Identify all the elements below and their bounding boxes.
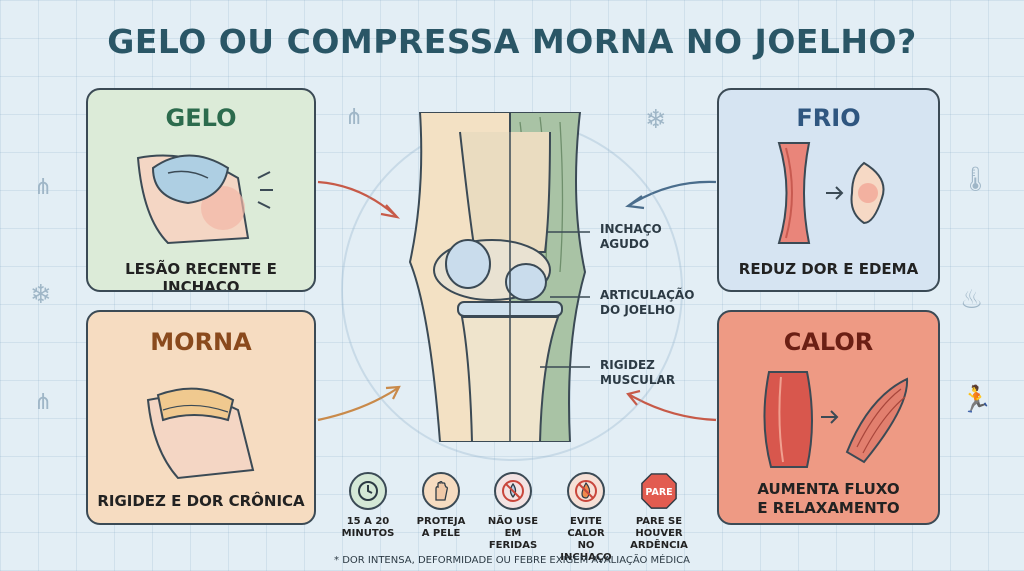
tip-duration: 15 A 20 MINUTOS	[337, 472, 399, 540]
card-morna: MORNA RIGIDEZ E DOR CRÔNICA	[86, 310, 316, 525]
tip-avoid-heat: EVITE CALOR NO INCHAÇO	[555, 472, 617, 564]
arrow-gelo-to-knee	[317, 180, 396, 216]
tip-stop-burning: PARE PARE SE HOUVER ARDÊNCIA	[628, 472, 690, 552]
snowflake-icon: ❄	[645, 105, 667, 135]
page-title: GELO OU COMPRESSA MORNA NO JOELHO?	[107, 22, 917, 61]
knee-outline-icon: ⋔	[34, 175, 53, 200]
tip-protect-skin: PROTEJA A PELE	[410, 472, 472, 540]
knee-outline-icon: ⋔	[34, 390, 53, 415]
tip-text: 15 A 20 MINUTOS	[341, 516, 395, 539]
no-wound-icon	[494, 472, 532, 510]
card-frio: FRIO REDUZ DOR E EDEMA	[717, 88, 940, 292]
card-heading: MORNA	[150, 328, 252, 356]
tip-text: EVITE CALOR NO INCHAÇO	[560, 516, 612, 563]
runner-icon: 🏃	[960, 385, 993, 415]
card-heading: GELO	[165, 104, 237, 132]
card-caption: REDUZ DOR E EDEMA	[738, 260, 919, 278]
warm-compress-illustration	[146, 387, 255, 480]
hand-icon	[422, 472, 460, 510]
no-fire-icon	[567, 472, 605, 510]
arrow-morna-to-knee	[317, 387, 399, 422]
tip-text: PARE SE HOUVER ARDÊNCIA	[630, 516, 688, 551]
knee-outline-icon: ⋔	[345, 105, 364, 130]
card-gelo: GELO LESÃO RECENTE E INCHAÇO	[86, 88, 316, 292]
thermometer-icon: 🌡	[960, 165, 991, 193]
label-acute-swelling: INCHAÇO AGUDO	[600, 222, 662, 251]
flame-icon: ♨	[960, 285, 984, 315]
label-muscle-stiffness: RIGIDEZ MUSCULAR	[600, 358, 676, 387]
tip-text: NÃO USE EM FERIDAS	[487, 516, 539, 551]
arrow-calor-to-knee	[629, 394, 717, 422]
tip-no-wounds: NÃO USE EM FERIDAS	[482, 472, 544, 552]
snowflake-icon: ❄	[30, 280, 52, 310]
ice-pack-on-knee-illustration	[136, 154, 273, 245]
clock-icon	[349, 472, 387, 510]
card-caption: LESÃO RECENTE E INCHAÇO	[125, 260, 277, 292]
footnote: * DOR INTENSA, DEFORMIDADE OU FEBRE EXIG…	[334, 555, 690, 566]
stop-sign-icon: PARE	[640, 472, 678, 510]
arrow-frio-to-knee	[629, 180, 717, 206]
tip-text: PROTEJA A PELE	[416, 516, 466, 539]
card-caption: AUMENTA FLUXO E RELAXAMENTO	[757, 480, 900, 517]
knee-anatomy-illustration	[408, 112, 590, 442]
card-heading: CALOR	[783, 328, 874, 356]
card-heading: FRIO	[796, 104, 861, 132]
dilated-vessel-muscle-illustration	[763, 371, 909, 468]
card-calor: CALOR AUMENTA FLUXO E RELAXAMENTO	[717, 310, 940, 525]
card-caption: RIGIDEZ E DOR CRÔNICA	[97, 492, 305, 510]
label-knee-joint: ARTICULAÇÃO DO JOELHO	[600, 288, 695, 317]
constricted-vessel-illustration	[777, 142, 885, 244]
stop-sign-text: PARE	[645, 487, 672, 498]
